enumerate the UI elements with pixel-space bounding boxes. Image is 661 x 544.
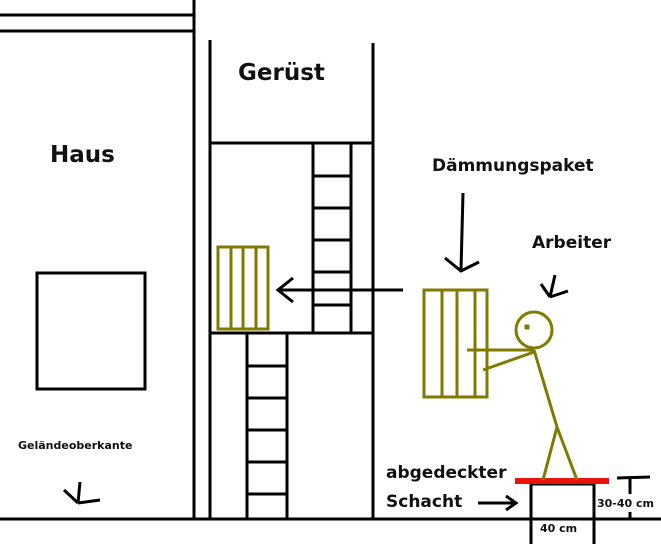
insulation-arrow	[444, 192, 480, 273]
worker-arrow	[539, 274, 569, 299]
insulation-panel-on-scaffold	[216, 245, 270, 331]
house-label: Haus	[50, 142, 115, 168]
ground-level-label: Geländeoberkante	[18, 439, 133, 452]
house-window	[35, 271, 147, 391]
shaft-height-label: 30-40 cm	[597, 497, 654, 510]
transfer-arrow	[275, 276, 403, 304]
scaffold-label: Gerüst	[238, 60, 325, 86]
covered-shaft-label-line2: Schacht	[386, 492, 463, 512]
height-dimension	[616, 475, 651, 520]
shaft-arrow	[478, 494, 519, 512]
covered-shaft-label-line1: abgedeckter	[386, 463, 507, 483]
worker-head	[514, 310, 554, 350]
house	[0, 0, 196, 520]
lower-ladder	[245, 333, 289, 520]
insulation-package-label: Dämmungspaket	[432, 156, 594, 176]
shaft-width-label: 40 cm	[540, 522, 578, 535]
insulation-panel-carried	[422, 288, 489, 399]
ground-level-arrow	[62, 481, 101, 505]
upper-ladder	[311, 143, 353, 333]
scaffold	[208, 40, 375, 520]
worker-label: Arbeiter	[532, 233, 612, 253]
worker-figure	[467, 310, 579, 481]
